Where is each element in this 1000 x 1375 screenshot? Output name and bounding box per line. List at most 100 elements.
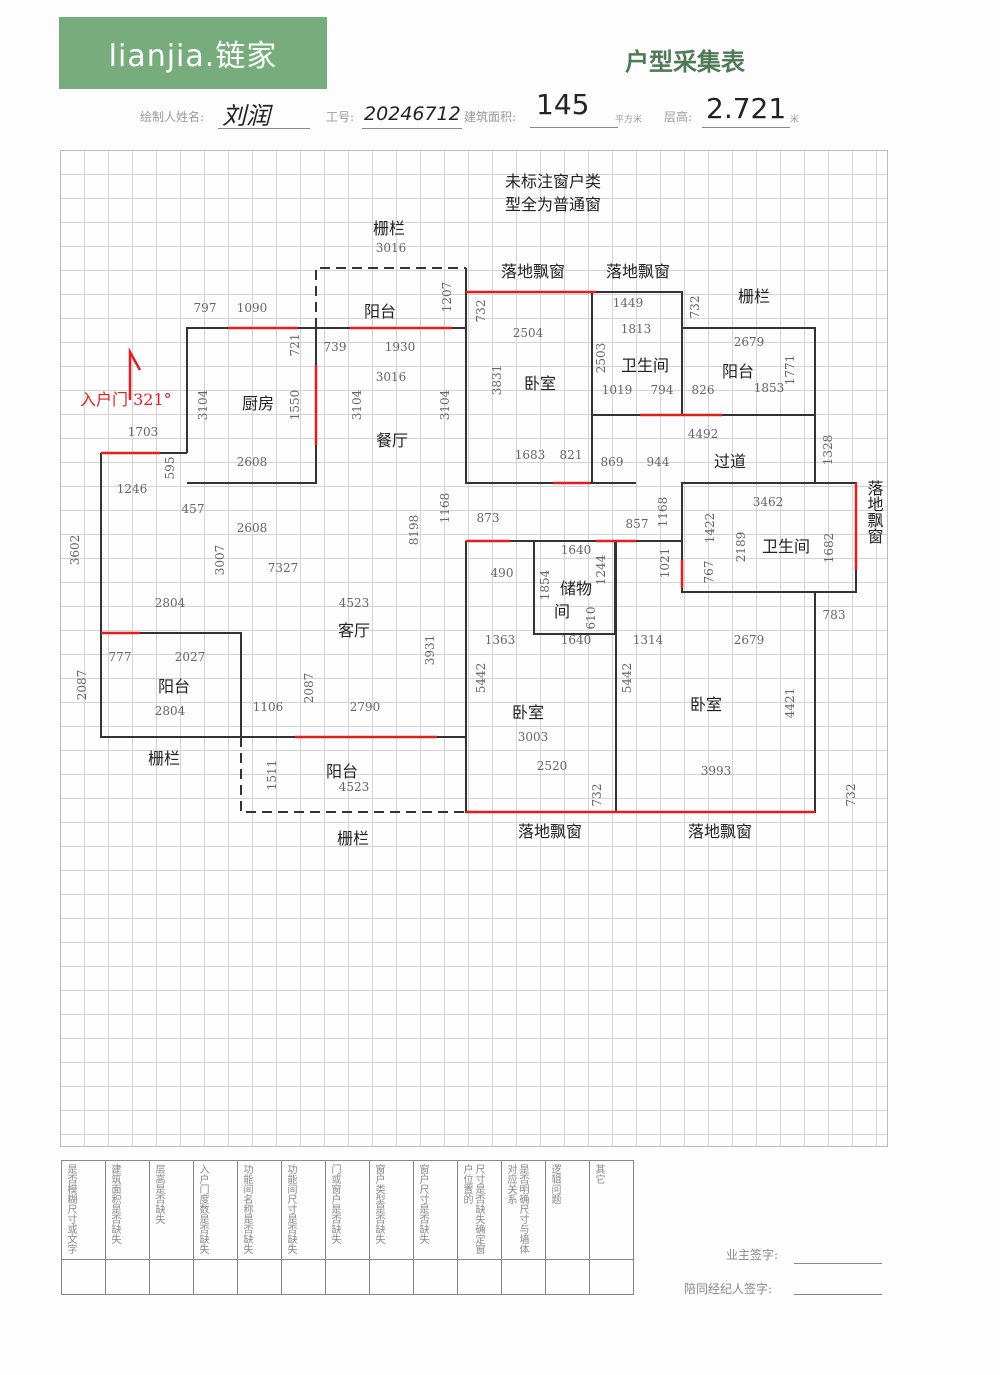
dimension-label: 2087 bbox=[75, 670, 89, 701]
checklist-header: 层高是否缺失 bbox=[149, 1160, 194, 1260]
checklist-header-text: 功能间名称是否缺失 bbox=[241, 1164, 252, 1254]
checklist-cell[interactable] bbox=[149, 1259, 194, 1295]
dimension-label: 3003 bbox=[518, 730, 549, 744]
dimension-label: 1771 bbox=[783, 355, 797, 386]
area-value: 145 bbox=[536, 88, 590, 121]
checklist-cell[interactable] bbox=[325, 1259, 370, 1295]
room-label: 阳台 bbox=[158, 677, 190, 696]
dimension-label: 3462 bbox=[753, 495, 784, 509]
dimension-label: 721 bbox=[288, 334, 302, 357]
annotation-label: 落地飘窗 bbox=[606, 262, 670, 281]
checklist-cell[interactable] bbox=[237, 1259, 282, 1295]
checklist-header: 门或窗户是否缺失 bbox=[325, 1160, 370, 1260]
checklist-header: 逻辑问题 bbox=[545, 1160, 590, 1260]
dimension-label: 1314 bbox=[633, 633, 664, 647]
dimension-label: 2608 bbox=[237, 455, 268, 469]
checklist-cell[interactable] bbox=[413, 1259, 458, 1295]
dimension-label: 7327 bbox=[268, 561, 299, 575]
dimension-label: 1106 bbox=[253, 700, 284, 714]
dimension-label: 2504 bbox=[513, 326, 544, 340]
dimension-label: 2608 bbox=[237, 521, 268, 535]
dimension-label: 3016 bbox=[376, 370, 407, 384]
owner-signature-field[interactable] bbox=[794, 1263, 882, 1264]
checklist-header-text: 是否明确尺寸与墙体对应关系 bbox=[505, 1164, 528, 1254]
dimension-label: 1640 bbox=[561, 633, 592, 647]
dimension-label: 3931 bbox=[423, 635, 437, 666]
checklist-header-text: 层高是否缺失 bbox=[153, 1164, 164, 1224]
checklist-cell[interactable] bbox=[545, 1259, 590, 1295]
dimension-label: 2804 bbox=[155, 596, 186, 610]
checklist-cell[interactable] bbox=[193, 1259, 238, 1295]
id-label: 工号: bbox=[326, 110, 355, 124]
checklist-cell[interactable] bbox=[105, 1259, 150, 1295]
height-unit: 米 bbox=[790, 115, 800, 125]
lianjia-logo: lianjia.链家 bbox=[59, 17, 327, 89]
checklist-header-text: 逻辑问题 bbox=[549, 1164, 560, 1204]
dimension-label: 797 bbox=[194, 301, 217, 315]
checklist-cell[interactable] bbox=[501, 1259, 546, 1295]
checklist-header: 尺寸是否缺失确定窗户位置的 bbox=[457, 1160, 502, 1260]
note-line-2: 型全为普通窗 bbox=[505, 195, 601, 214]
checklist-header: 窗户尺寸是否缺失 bbox=[413, 1160, 458, 1260]
room-label: 卧室 bbox=[690, 695, 722, 714]
checklist-cell[interactable] bbox=[589, 1259, 634, 1295]
checklist-cell[interactable] bbox=[61, 1259, 106, 1295]
dimension-label: 1244 bbox=[594, 554, 608, 585]
annotation-label: 落地飘窗 bbox=[865, 480, 884, 544]
checklist-header: 功能间名称是否缺失 bbox=[237, 1160, 282, 1260]
dimension-label: 1813 bbox=[621, 322, 652, 336]
dimension-label: 1246 bbox=[117, 482, 148, 496]
room-label: 阳台 bbox=[364, 302, 396, 321]
room-label: 厨房 bbox=[242, 394, 274, 413]
dimension-label: 3016 bbox=[376, 241, 407, 255]
checklist-header-text: 窗户尺寸是否缺失 bbox=[417, 1164, 428, 1244]
dimension-label: 3104 bbox=[350, 389, 364, 420]
dimension-label: 1090 bbox=[237, 301, 268, 315]
dimension-label: 732 bbox=[844, 784, 858, 807]
dimension-label: 1550 bbox=[288, 390, 302, 421]
dimension-label: 869 bbox=[601, 455, 624, 469]
annotation-label: 落地飘窗 bbox=[518, 822, 582, 841]
drawer-label: 绘制人姓名: bbox=[140, 110, 205, 124]
room-label: 卫生间 bbox=[621, 356, 669, 375]
form-title: 户型采集表 bbox=[625, 48, 745, 76]
annotation-label: 栅栏 bbox=[148, 749, 180, 768]
dimension-label: 783 bbox=[823, 608, 846, 622]
dimension-label: 4492 bbox=[688, 427, 719, 441]
dimension-label: 2790 bbox=[350, 700, 381, 714]
agent-signature-label: 陪同经纪人签字: bbox=[684, 1282, 773, 1296]
room-label: 卫生间 bbox=[762, 537, 810, 556]
area-label: 建筑面积: bbox=[464, 110, 517, 124]
dimension-label: 857 bbox=[626, 517, 649, 531]
note-line-1: 未标注窗户类 bbox=[505, 172, 601, 191]
drawer-name: 刘润 bbox=[222, 102, 270, 130]
height-value: 2.721 bbox=[706, 92, 787, 125]
checklist-cell[interactable] bbox=[457, 1259, 502, 1295]
dimension-label: 1682 bbox=[822, 533, 836, 564]
dimension-label: 1449 bbox=[613, 296, 644, 310]
dimension-label: 1930 bbox=[385, 340, 416, 354]
checklist-header: 是否明确尺寸与墙体对应关系 bbox=[501, 1160, 546, 1260]
dimension-label: 944 bbox=[647, 455, 670, 469]
dimension-label: 610 bbox=[584, 607, 598, 630]
agent-signature-field[interactable] bbox=[794, 1294, 882, 1295]
room-label: 餐厅 bbox=[376, 431, 408, 450]
dimension-label: 1363 bbox=[485, 633, 516, 647]
checklist-header: 窗户类型是否缺失 bbox=[369, 1160, 414, 1260]
checklist-header: 其它 bbox=[589, 1160, 634, 1260]
dimension-label: 4421 bbox=[783, 688, 797, 719]
dimension-label: 1328 bbox=[821, 435, 835, 466]
annotation-label: 栅栏 bbox=[337, 829, 369, 848]
railings bbox=[240, 267, 815, 813]
checklist-cell[interactable] bbox=[281, 1259, 326, 1295]
checklist-cell[interactable] bbox=[369, 1259, 414, 1295]
dimension-label: 3831 bbox=[490, 365, 504, 396]
dimension-label: 2189 bbox=[734, 532, 748, 563]
dimension-label: 1021 bbox=[658, 548, 672, 579]
checklist-table: 是否模糊尺寸或文字建筑面积是否缺失层高是否缺失入户门度数是否缺失功能间名称是否缺… bbox=[61, 1160, 634, 1295]
room-label: 卧室 bbox=[512, 703, 544, 722]
dimension-label: 1511 bbox=[265, 760, 279, 791]
dimension-label: 490 bbox=[491, 566, 514, 580]
checklist-header-text: 是否模糊尺寸或文字 bbox=[65, 1164, 76, 1254]
